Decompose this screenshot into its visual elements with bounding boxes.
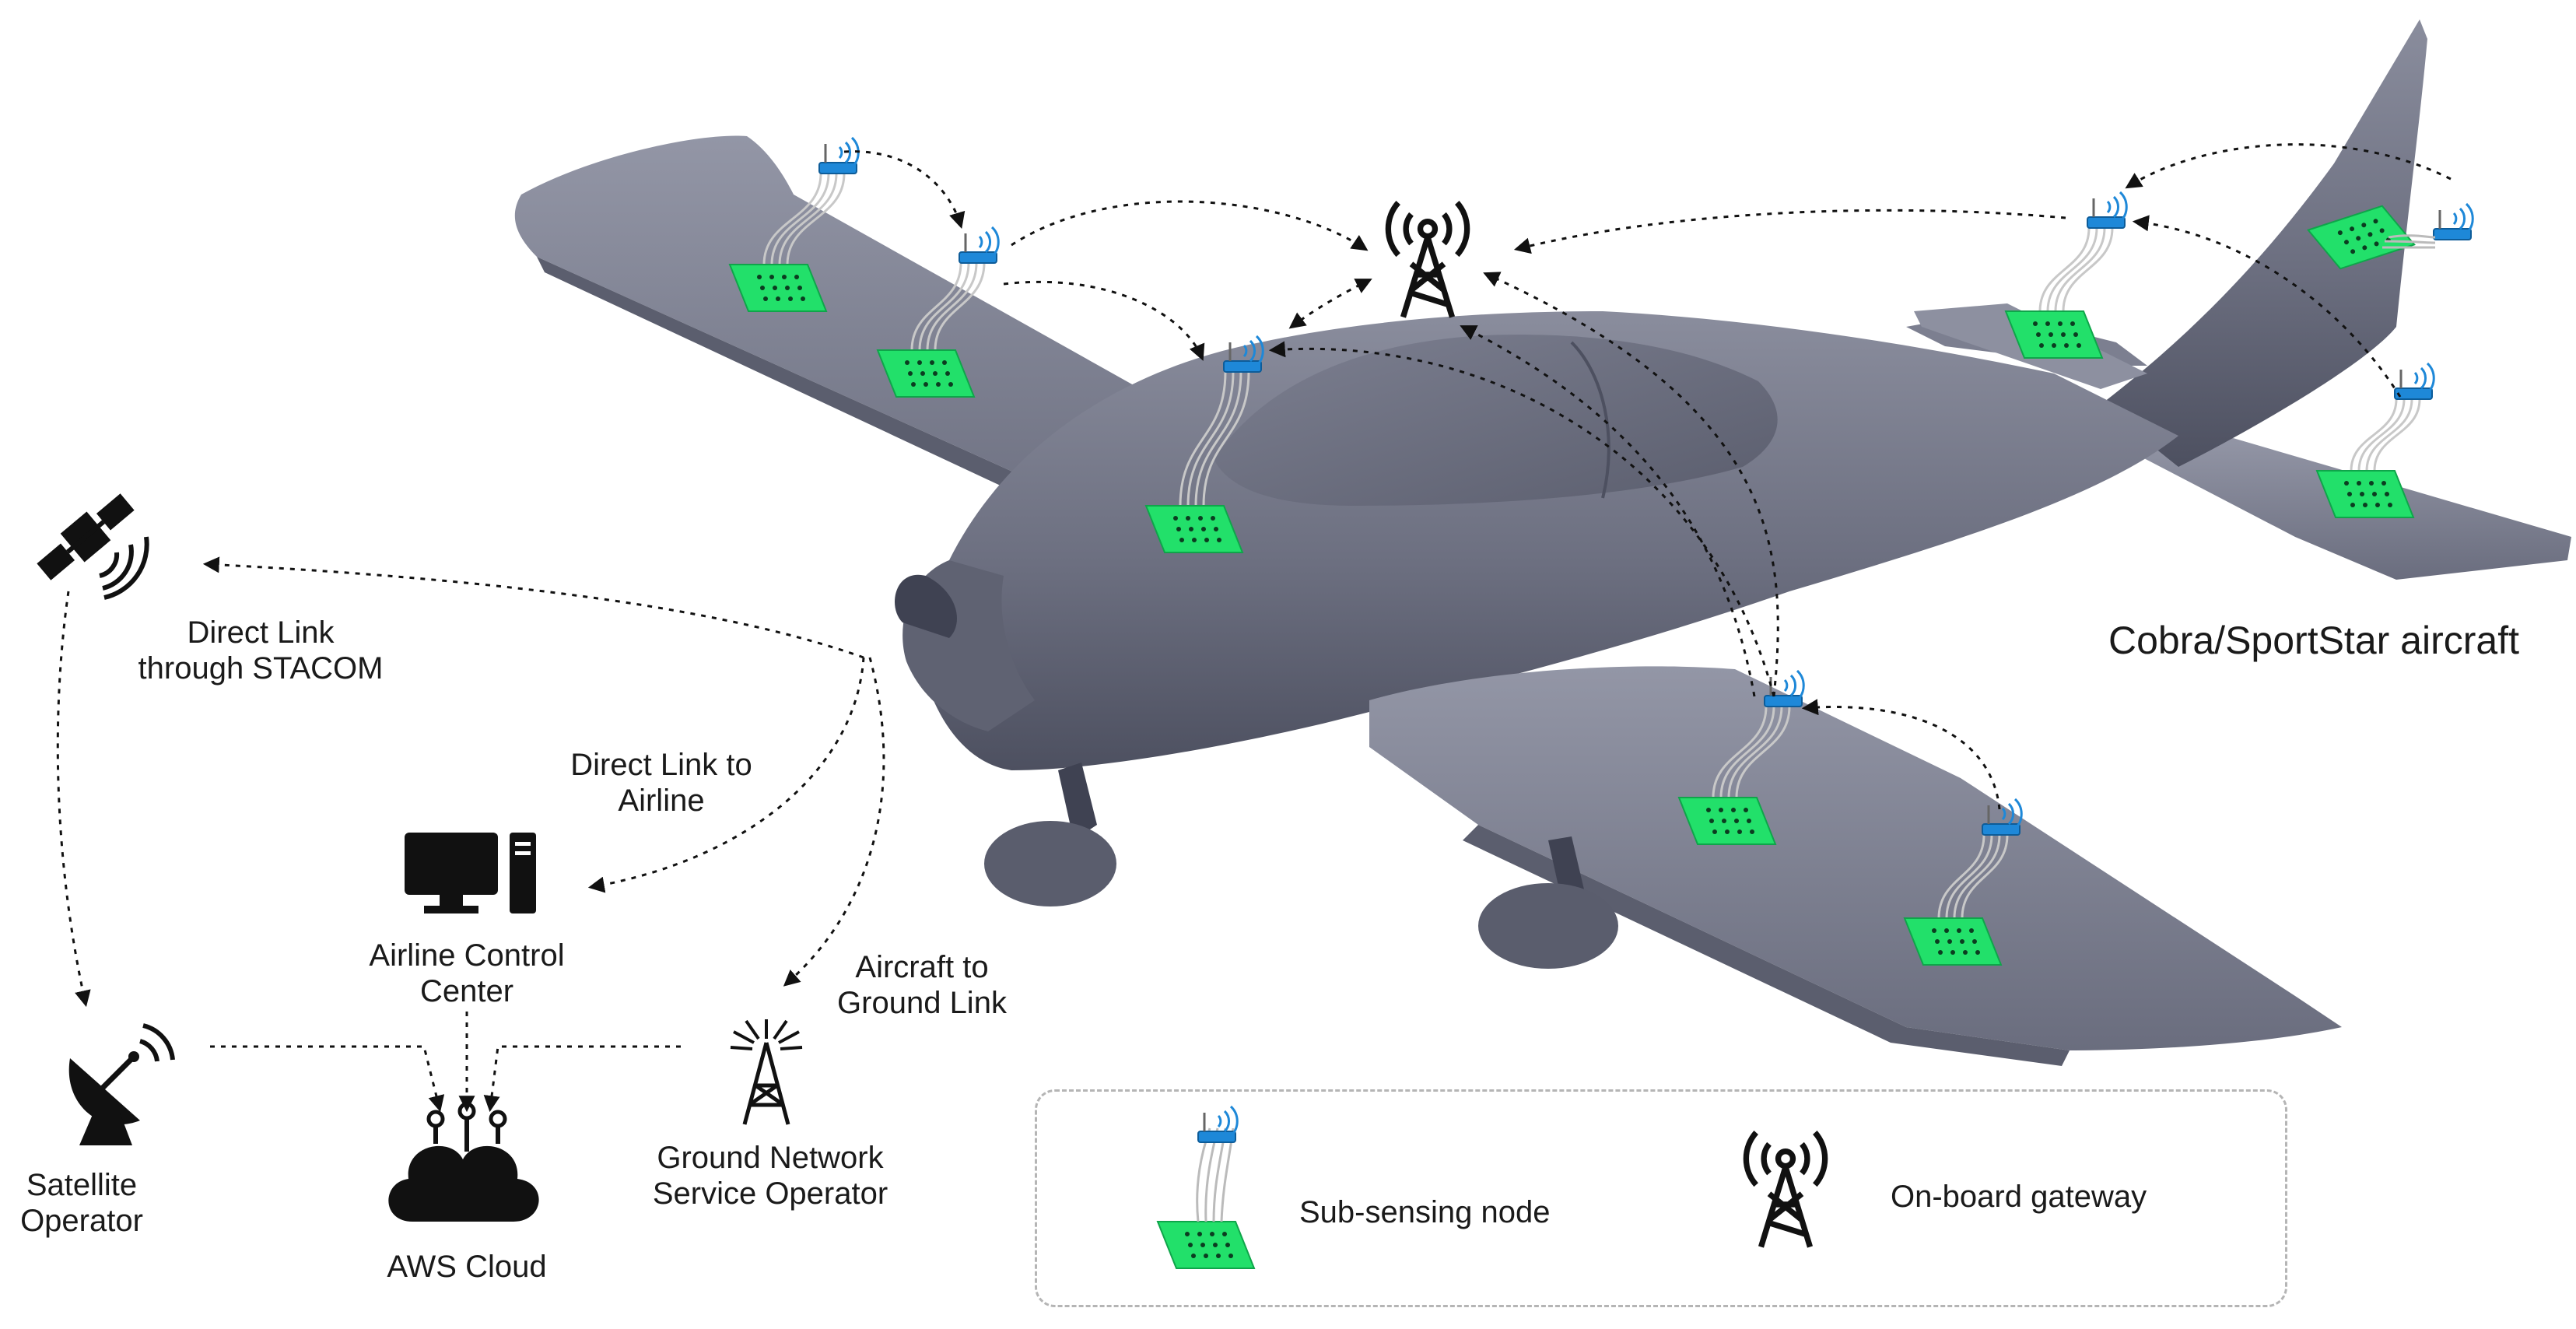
- aircraft-label: Cobra/SportStar aircraft: [2108, 619, 2519, 662]
- aircraft: [514, 19, 2571, 1066]
- sub-sensing-node: [1904, 798, 2023, 966]
- satellite-link-label: Direct Link through STACOM: [138, 615, 384, 686]
- onboard-links: [843, 143, 2452, 810]
- legend-sub-sensing-node-label: Sub-sensing node: [1299, 1195, 1551, 1229]
- sub-sensing-node: [1678, 669, 1805, 845]
- router-icon: [2393, 362, 2435, 401]
- satellite-operator-label: Satellite Operator: [20, 1168, 143, 1238]
- ground-operator-label: Ground Network Service Operator: [652, 1141, 888, 1211]
- router-icon: [958, 226, 1000, 265]
- legend-sub-sensing-node-icon: [1157, 1105, 1255, 1269]
- cloud-icon: [388, 1102, 539, 1222]
- airline-link-label: Direct Link to Airline: [570, 748, 752, 818]
- ground-antenna-icon: [730, 1019, 803, 1125]
- legend-box: [1035, 1089, 2287, 1307]
- onboard-gateway-icon: [1388, 203, 1467, 317]
- router-icon: [818, 136, 860, 175]
- satellite-icon: [37, 493, 149, 600]
- sub-sensing-node: [1145, 335, 1264, 553]
- airline-center-label: Airline Control Center: [369, 938, 565, 1008]
- satellite-dish-icon: [68, 1023, 175, 1145]
- ground-link-label: Aircraft to Ground Link: [837, 950, 1007, 1020]
- router-fin: [2432, 202, 2474, 241]
- sub-sensing-node: [2316, 362, 2435, 518]
- router-icon: [2086, 191, 2128, 230]
- sub-sensing-node: [729, 136, 860, 312]
- legend-gateway-label: On-board gateway: [1891, 1180, 2147, 1214]
- aws-cloud-label: AWS Cloud: [387, 1250, 547, 1284]
- router-icon: [1763, 669, 1805, 708]
- sub-sensing-node: [2005, 191, 2128, 359]
- computer-icon: [405, 833, 536, 913]
- external-links: [56, 556, 885, 1113]
- sub-sensing-node: [877, 226, 1000, 398]
